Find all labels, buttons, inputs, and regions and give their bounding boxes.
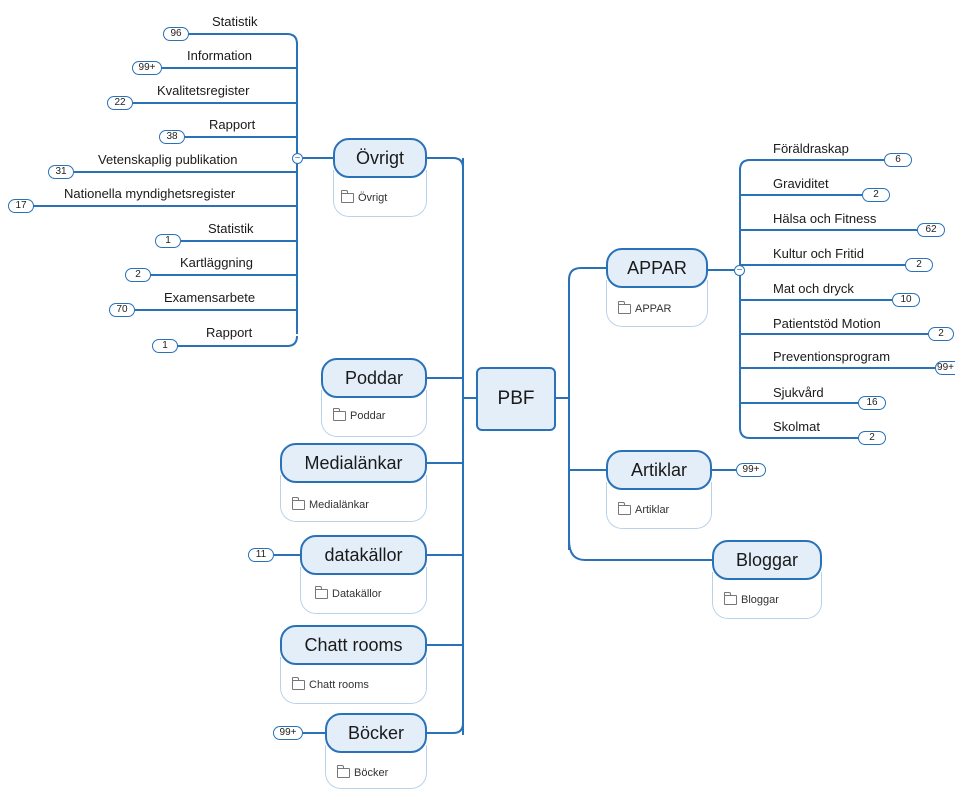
datakallor-count[interactable]: 11 (248, 548, 274, 562)
datakallor-card-label: Datakällor (315, 586, 382, 600)
ovrigt-leaf-count[interactable]: 96 (163, 27, 189, 41)
appar-leaf-label[interactable]: Kultur och Fritid (773, 246, 865, 261)
app-line-9 (739, 427, 858, 439)
ovrigt-collapse-icon[interactable]: − (292, 153, 303, 164)
poddar-label: Poddar (344, 367, 404, 388)
folder-icon (292, 677, 305, 690)
appar-leaf-count[interactable]: 6 (884, 153, 912, 167)
root-node[interactable]: PBF (476, 367, 556, 431)
ovrigt-card-label: Övrigt (341, 190, 387, 204)
poddar-card-label: Poddar (333, 408, 385, 422)
medialankar-card-label: Medialänkar (292, 497, 369, 511)
folder-icon (315, 586, 328, 599)
ovrigt-leaf-label[interactable]: Statistik (212, 14, 258, 29)
connector-bocker (427, 722, 464, 734)
appar-card-label: APPAR (618, 301, 671, 315)
folder-icon (724, 592, 737, 605)
medialankar-node[interactable]: Medialänkar (280, 443, 427, 483)
artiklar-count[interactable]: 99+ (736, 463, 766, 477)
chatt-label: Chatt rooms (304, 634, 403, 655)
connector-appar (568, 267, 606, 281)
folder-icon (618, 301, 631, 314)
ovrigt-leaf-label[interactable]: Statistik (208, 221, 254, 236)
artiklar-node[interactable]: Artiklar (606, 450, 712, 490)
ovrigt-leaf-count[interactable]: 99+ (132, 61, 162, 75)
ovrigt-leaf-label[interactable]: Examensarbete (164, 290, 256, 305)
appar-leaf-label[interactable]: Föräldraskap (773, 141, 849, 156)
folder-icon (292, 497, 305, 510)
ovrigt-leaf-count[interactable]: 2 (125, 268, 151, 282)
ovrigt-leaf-label[interactable]: Kartläggning (180, 255, 253, 270)
folder-icon (333, 408, 346, 421)
ovrigt-leaf-label[interactable]: Nationella myndighetsregister (64, 186, 236, 201)
appar-leaf-count[interactable]: 2 (905, 258, 933, 272)
poddar-node[interactable]: Poddar (321, 358, 427, 398)
ovrigt-leaf-label[interactable]: Information (187, 48, 253, 63)
ovrigt-leaf-label[interactable]: Kvalitetsregister (157, 83, 250, 98)
appar-leaf-count[interactable]: 2 (858, 431, 886, 445)
appar-leaf-count[interactable]: 2 (862, 188, 890, 202)
app-line-1 (739, 159, 884, 171)
connector-ovrigt (427, 157, 464, 169)
folder-icon (618, 502, 631, 515)
appar-leaf-count[interactable]: 16 (858, 396, 886, 410)
leaf-line-1 (175, 33, 298, 45)
appar-leaf-label[interactable]: Patientstöd Motion (773, 316, 881, 331)
ovrigt-leaf-label[interactable]: Vetenskaplig publikation (98, 152, 238, 167)
ovrigt-label: Övrigt (355, 147, 404, 168)
appar-leaf-label[interactable]: Preventionsprogram (773, 349, 891, 364)
ovrigt-leaf-count[interactable]: 1 (155, 234, 181, 248)
appar-leaf-label[interactable]: Graviditet (773, 176, 829, 191)
root-label: PBF (497, 388, 535, 409)
appar-leaf-label[interactable]: Hälsa och Fitness (773, 211, 877, 226)
artiklar-card-label: Artiklar (618, 502, 669, 516)
leaf-line-10 (176, 335, 298, 347)
ovrigt-leaf-count[interactable]: 1 (152, 339, 178, 353)
connector-bloggar (568, 539, 712, 561)
bloggar-label: Bloggar (735, 549, 799, 570)
ovrigt-leaf-count[interactable]: 31 (48, 165, 74, 179)
ovrigt-leaf-count[interactable]: 70 (109, 303, 135, 317)
appar-leaf-label[interactable]: Mat och dryck (773, 281, 854, 296)
chatt-card-label: Chatt rooms (292, 677, 369, 691)
medialankar-label: Medialänkar (304, 452, 403, 473)
datakallor-node[interactable]: datakällor (300, 535, 427, 575)
ovrigt-leaf-label[interactable]: Rapport (206, 325, 253, 340)
ovrigt-node[interactable]: Övrigt (333, 138, 427, 178)
folder-icon (337, 765, 350, 778)
bocker-node[interactable]: Böcker (325, 713, 427, 753)
bocker-label: Böcker (347, 722, 405, 743)
ovrigt-leaf-count[interactable]: 38 (159, 130, 185, 144)
appar-leaf-label[interactable]: Sjukvård (773, 385, 824, 400)
appar-leaf-count[interactable]: 62 (917, 223, 945, 237)
artiklar-label: Artiklar (630, 459, 687, 480)
datakallor-label: datakällor (324, 544, 403, 565)
bocker-count[interactable]: 99+ (273, 726, 303, 740)
appar-collapse-icon[interactable]: − (734, 265, 745, 276)
appar-leaf-label[interactable]: Skolmat (773, 419, 820, 434)
bloggar-node[interactable]: Bloggar (712, 540, 822, 580)
appar-node[interactable]: APPAR (606, 248, 708, 288)
ovrigt-leaf-count[interactable]: 17 (8, 199, 34, 213)
appar-leaf-count[interactable]: 10 (892, 293, 920, 307)
bloggar-card-label: Bloggar (724, 592, 779, 606)
ovrigt-leaf-count[interactable]: 22 (107, 96, 133, 110)
chatt-node[interactable]: Chatt rooms (280, 625, 427, 665)
bocker-card-label: Böcker (337, 765, 388, 779)
ovrigt-leaf-label[interactable]: Rapport (209, 117, 256, 132)
folder-icon (341, 190, 354, 203)
appar-leaf-count[interactable]: 99+ (935, 361, 955, 375)
appar-leaf-count[interactable]: 2 (928, 327, 954, 341)
appar-label: APPAR (627, 257, 687, 278)
